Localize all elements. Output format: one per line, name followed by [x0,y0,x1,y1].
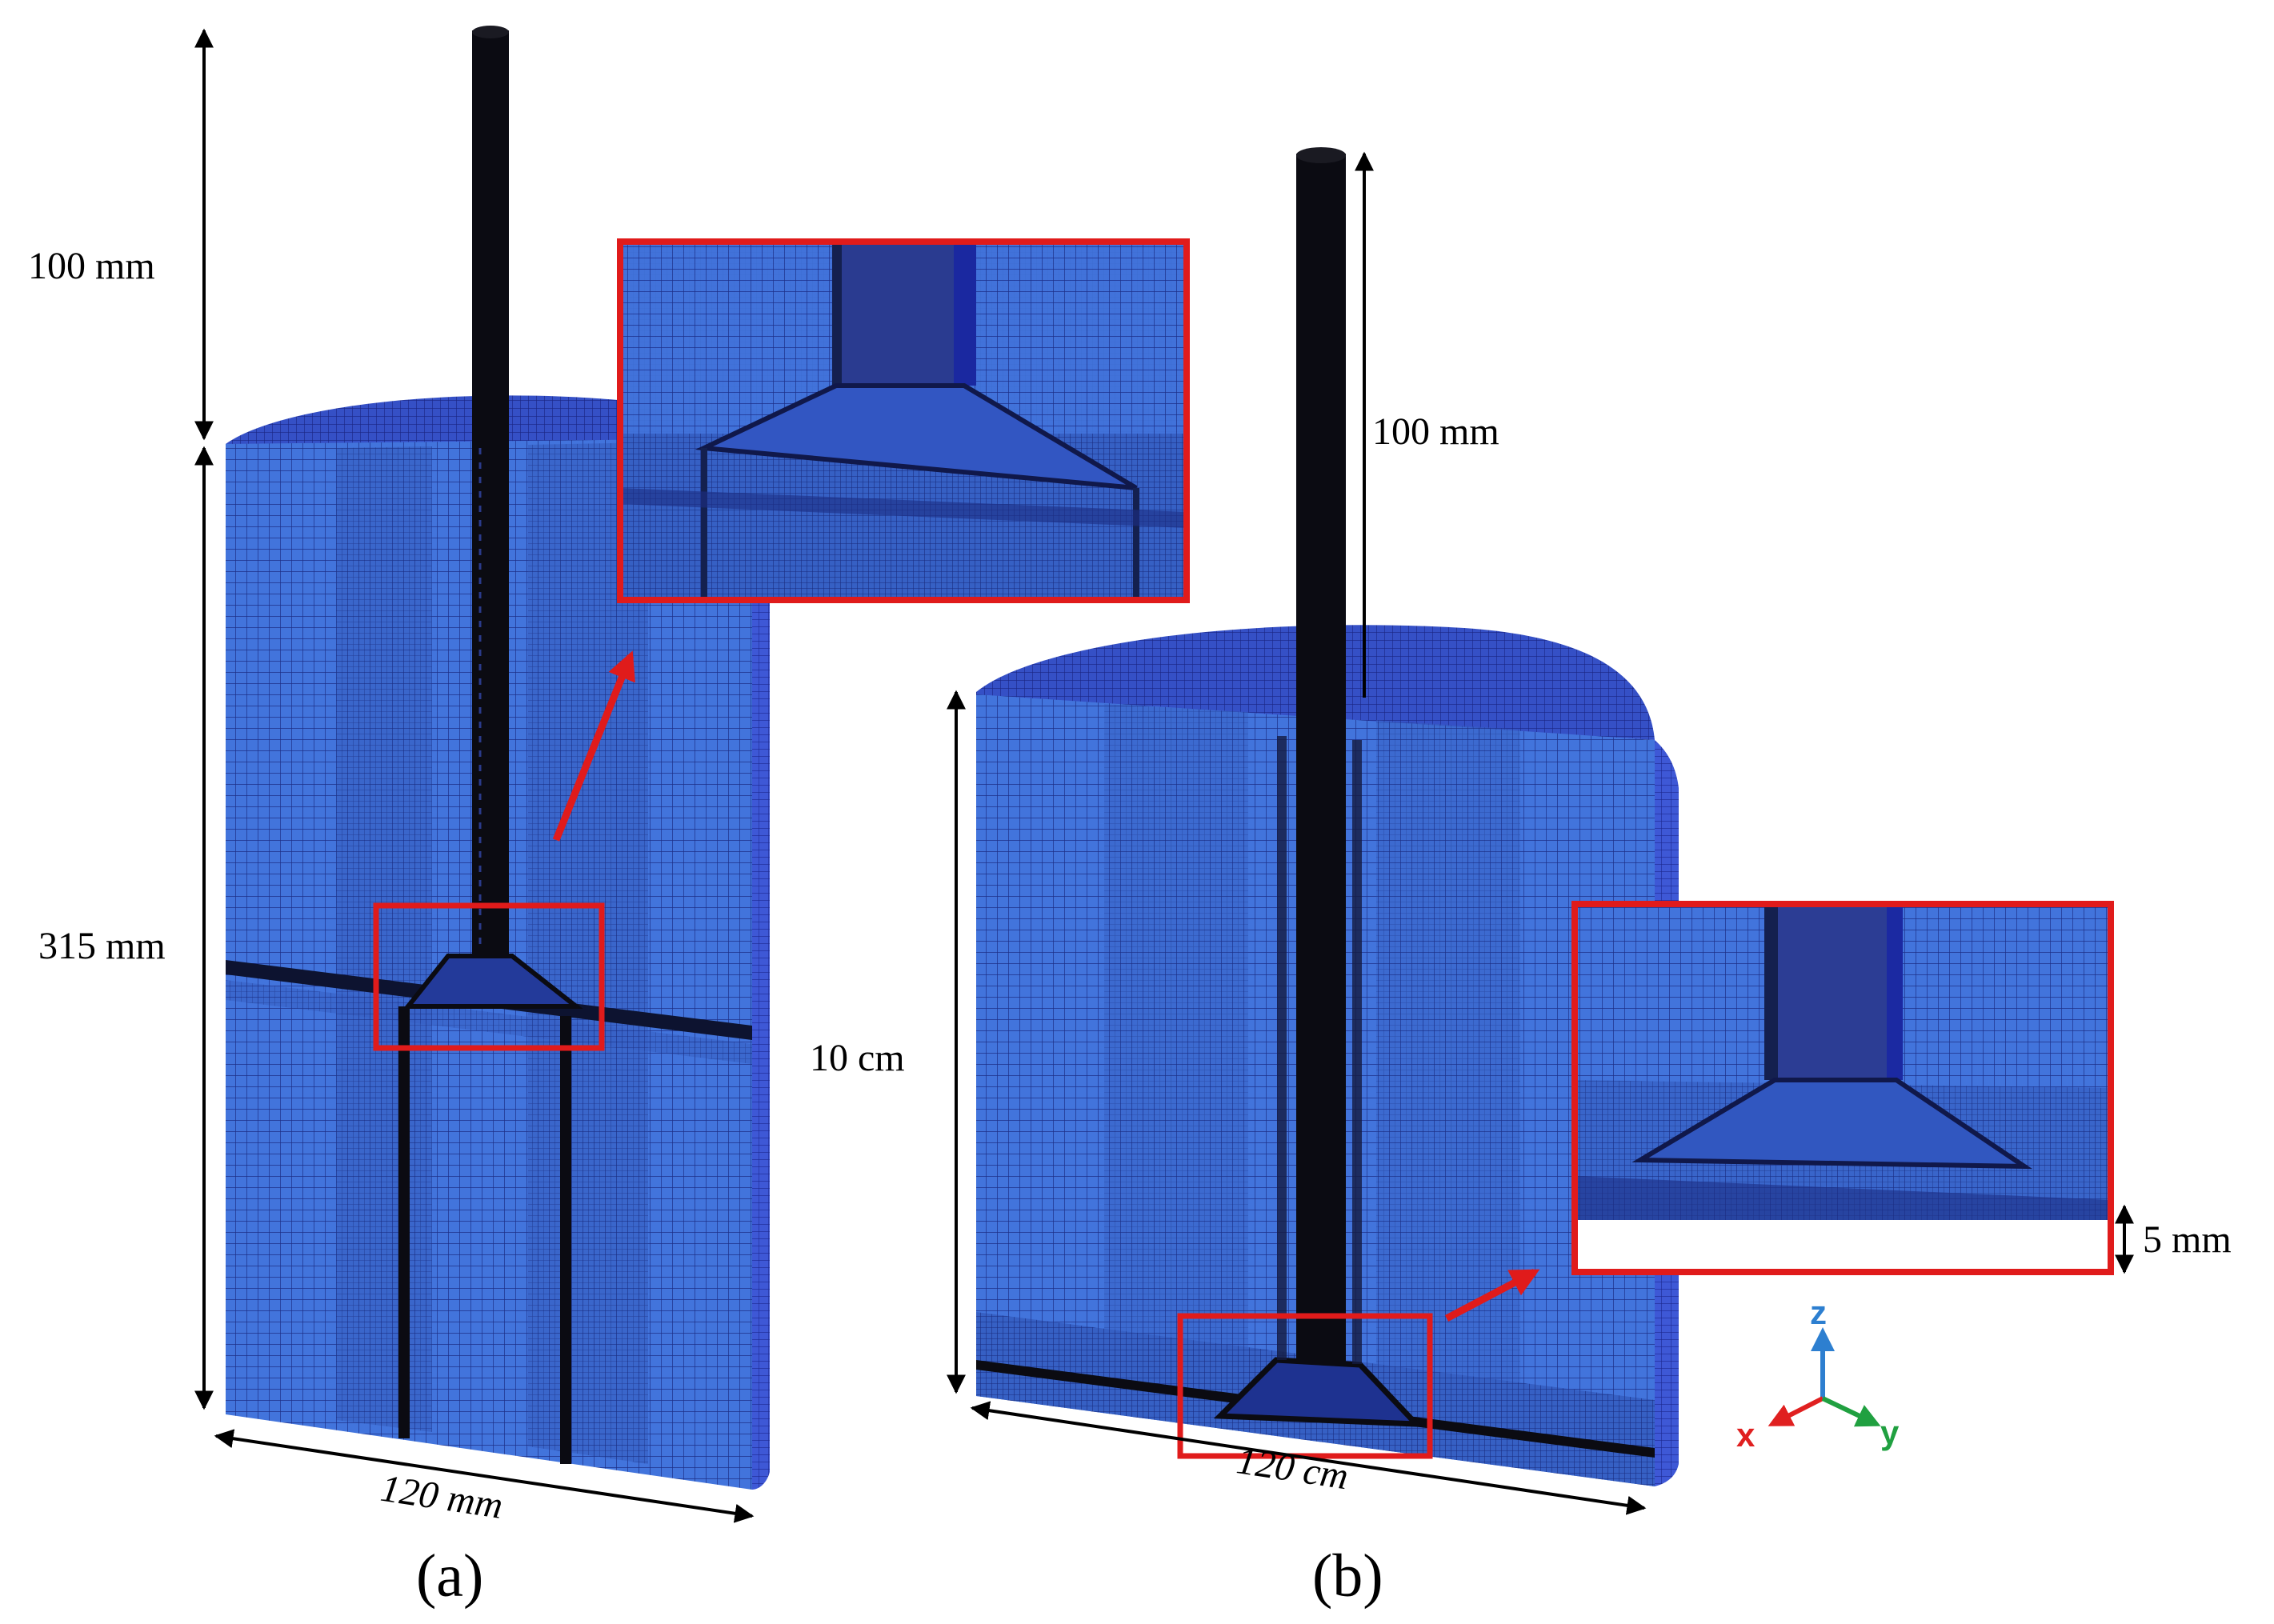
panel-b-shaft-height-label: 100 mm [1372,410,1499,453]
panel-b-inset-impeller [1631,1078,2033,1170]
axis-z-label: z [1810,1294,1827,1331]
axis-y-label: y [1880,1414,1900,1451]
panel-b-tank-width-label: 120 cm [1234,1439,1351,1498]
panel-a-tank [226,26,770,1490]
panel-a-shaft [472,30,509,958]
axis-x-label: x [1736,1416,1756,1454]
panel-b-inset-clearance [1575,1220,2111,1272]
panel-a-inset [617,238,1190,603]
axis-y-line [1821,1396,1881,1427]
axis-x-line [1768,1396,1824,1426]
panel-a-side-face [751,436,770,1490]
panel-b-tank-height-label: 10 cm [810,1037,905,1079]
panel-a-dimensions [194,28,755,1523]
panel-a-caption: (a) [416,1542,483,1610]
panel-a-tank-height-label: 315 mm [38,925,166,967]
panel-a-baffle-right [560,1016,571,1464]
axis-triad: z x y [1736,1294,1900,1454]
panel-a-baffle-left [398,1006,410,1438]
panel-b-inset [1571,901,2114,1275]
panel-a-zoom-arrow [552,650,635,842]
panel-b-dimensions [947,151,2134,1515]
panel-a-zoom-region [373,902,605,1051]
panel-b-shaft [1296,154,1346,1363]
panel-a-shaft-height-label: 100 mm [28,245,155,287]
panel-b-zoom-arrow [1444,1269,1540,1322]
panel-b-caption: (b) [1312,1542,1383,1610]
panel-b-clearance-label: 5 mm [2143,1218,2232,1261]
